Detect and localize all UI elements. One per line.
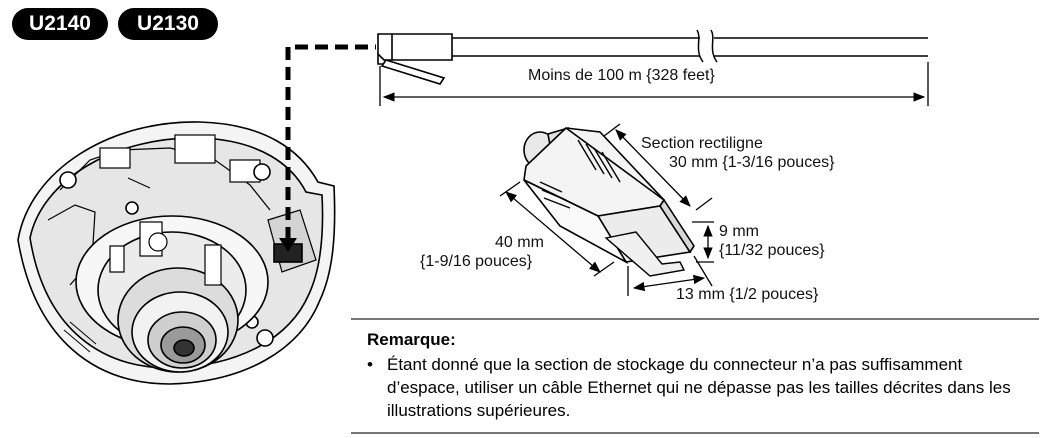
connector-height-inch-label: {11/32 pouces} xyxy=(719,242,825,259)
cable-length-label: Moins de 100 m {328 feet} xyxy=(528,67,715,84)
note-text: Étant donné que la section de stockage d… xyxy=(387,355,1011,420)
rj45-plug-top xyxy=(377,33,453,85)
note-title: Remarque: xyxy=(367,330,456,349)
straight-section-size-label: 30 mm {1-3/16 pouces} xyxy=(669,154,835,171)
arrow-down-icon xyxy=(279,238,297,252)
connector-height-label: 9 mm xyxy=(719,223,759,240)
cable-length-dimension xyxy=(379,62,929,106)
model-badge-u2130: U2130 xyxy=(118,8,218,40)
camera-dome-illustration xyxy=(17,121,336,385)
connector-length-label: 40 mm xyxy=(495,234,544,251)
ethernet-cable xyxy=(452,29,928,63)
cable-route-dashed-line xyxy=(285,44,376,240)
connector-length-inch-label: {1-9/16 pouces} xyxy=(420,253,533,270)
note-box: Remarque: • Étant donné que la section d… xyxy=(351,318,1039,434)
note-item: • Étant donné que la section de stockage… xyxy=(367,353,1017,422)
straight-section-label: Section rectiligne xyxy=(641,135,763,152)
connector-width-label: 13 mm {1/2 pouces} xyxy=(676,286,819,303)
model-badge-u2140: U2140 xyxy=(12,8,108,40)
connector-dimensions xyxy=(499,123,714,296)
bullet-icon: • xyxy=(367,355,373,374)
